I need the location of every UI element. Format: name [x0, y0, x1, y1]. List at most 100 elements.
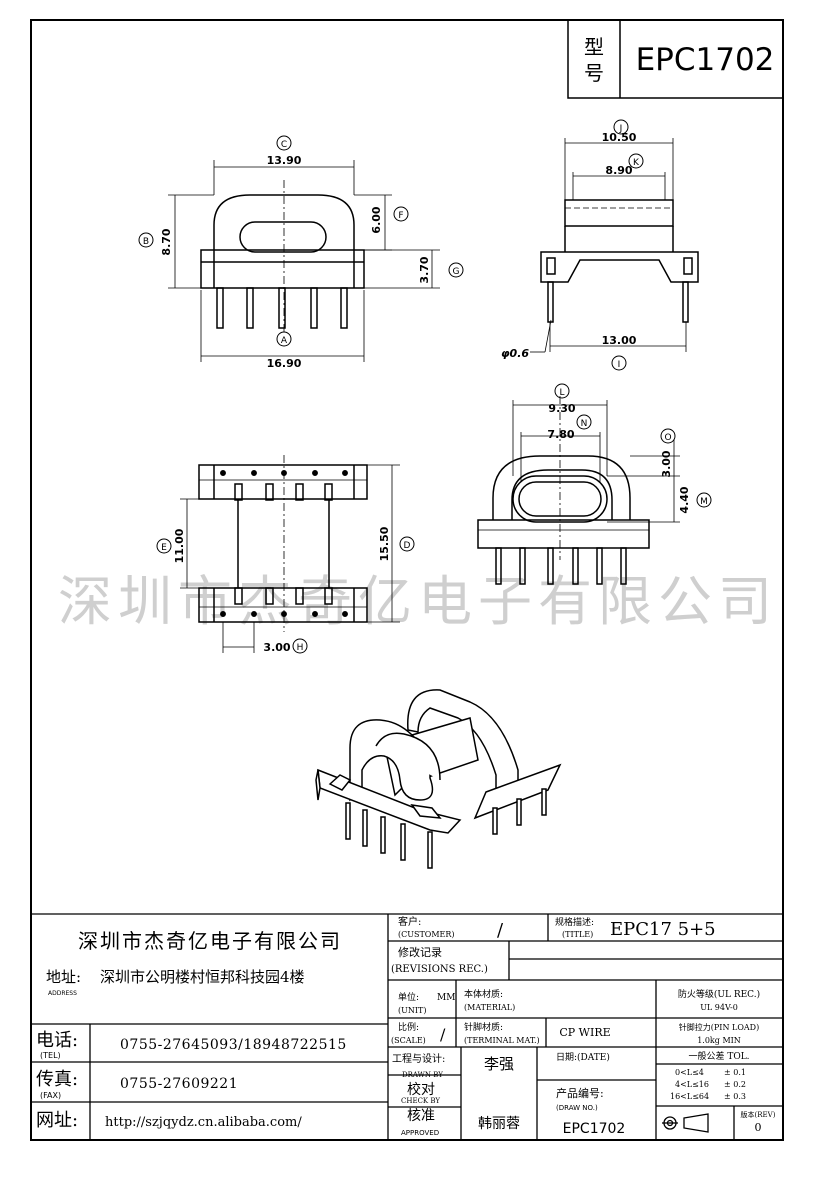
pinload-label: 针脚拉力(PIN LOAD) — [679, 1022, 759, 1032]
dim-f-value: 6.00 — [370, 206, 383, 233]
check-sub: CHECK BY — [401, 1097, 440, 1105]
scale-label: 比例: — [398, 1021, 419, 1033]
design-value: 李强 — [484, 1055, 514, 1073]
dim-g-tag: G — [453, 267, 460, 277]
section-view-labels: L 9.30 N 7.80 O 3.00 4.40 M — [547, 383, 712, 514]
tol-range-0: 0<L≤4 — [675, 1068, 704, 1077]
dim-l-value: 9.30 — [548, 402, 575, 415]
side-view — [530, 138, 699, 353]
terminal-value: CP WIRE — [559, 1026, 610, 1039]
approved-value: 韩丽蓉 — [478, 1116, 520, 1132]
title-block-lines — [31, 913, 783, 1140]
dim-j-value: 10.50 — [602, 131, 637, 144]
revisions-sub: (REVISIONS REC.) — [391, 964, 488, 975]
side-view-labels: J 10.50 K 8.90 φ0.6 13.00 I — [501, 119, 644, 371]
rev-value: 0 — [755, 1121, 762, 1134]
dim-a-tag: A — [281, 336, 288, 346]
address-label: 地址: — [46, 968, 81, 986]
unit-label: 单位: — [398, 991, 419, 1003]
check-label: 校对 — [407, 1081, 435, 1098]
tol-value-0: ± 0.1 — [724, 1068, 746, 1077]
model-number: EPC1702 — [636, 42, 775, 78]
pinload-value: 1.0kg MIN — [697, 1036, 741, 1045]
dim-c-value: 13.90 — [267, 154, 302, 167]
dim-n-value: 7.80 — [547, 428, 574, 441]
model-label-1: 型 — [584, 35, 604, 59]
isometric-view — [315, 689, 562, 869]
bottom-view-labels: E 11.00 15.50 D 3.00 H — [156, 526, 415, 654]
design-label: 工程与设计: — [392, 1052, 445, 1065]
projection-symbol-icon — [662, 1113, 709, 1133]
dim-j-tag: J — [619, 124, 623, 134]
fax-label: 传真: — [36, 1069, 78, 1090]
dim-a-value: 16.90 — [267, 357, 302, 370]
tolerance-table: 0<L≤4 ± 0.1 4<L≤16 ± 0.2 16<L≤64 ± 0.3 — [670, 1068, 746, 1101]
material-label: 本体材质: — [464, 988, 503, 1000]
address-value: 深圳市公明楼村恒邦科技园4楼 — [100, 968, 305, 986]
title-value: EPC17 5+5 — [610, 919, 716, 940]
front-view — [168, 160, 440, 362]
dim-h-value: 3.00 — [263, 641, 290, 654]
date-label: 日期:(DATE) — [556, 1052, 610, 1063]
fax-sub: (FAX) — [40, 1091, 61, 1100]
front-view-labels: C 13.90 A 16.90 B 8.70 F 6.00 G 3.70 — [138, 135, 464, 370]
model-box: 型 号 EPC1702 — [567, 19, 784, 99]
tol-range-1: 4<L≤16 — [675, 1080, 709, 1089]
sheet-border — [30, 19, 784, 1141]
drawno-label: 产品编号: — [556, 1086, 604, 1100]
dim-g-value: 3.70 — [418, 256, 431, 283]
unit-sub: (UNIT) — [398, 1006, 426, 1015]
drawno-sub: (DRAW NO.) — [556, 1104, 598, 1112]
revisions-label: 修改记录 — [398, 945, 442, 959]
web-label: 网址: — [36, 1110, 78, 1131]
dim-i-tag: I — [618, 360, 621, 370]
tel-value: 0755-27645093/18948722515 — [120, 1037, 347, 1053]
unit-value: MM — [437, 993, 455, 1003]
dim-m-value: 4.40 — [678, 486, 691, 513]
dim-o-tag: O — [664, 433, 671, 443]
title-block-left: 深圳市杰奇亿电子有限公司 地址: ADDRESS 深圳市公明楼村恒邦科技园4楼 … — [36, 929, 347, 1131]
dim-f-tag: F — [398, 211, 403, 221]
tol-value-1: ± 0.2 — [724, 1080, 746, 1089]
bottom-view — [180, 455, 400, 653]
rev-label: 版本(REV) — [741, 1110, 776, 1119]
customer-label: 客户: — [398, 915, 421, 928]
scale-sub: (SCALE) — [391, 1036, 426, 1045]
pin-diameter: φ0.6 — [501, 347, 529, 360]
model-label-2: 号 — [584, 61, 604, 85]
title-sub: (TITLE) — [562, 930, 593, 939]
ul-value: UL 94V-0 — [700, 1003, 738, 1012]
dim-b-tag: B — [143, 237, 149, 247]
drawno-value: EPC1702 — [563, 1121, 626, 1137]
dim-b-value: 8.70 — [160, 228, 173, 255]
approved-label: 核准 — [407, 1108, 435, 1124]
dim-l-tag: L — [559, 388, 564, 398]
dim-o-value: 3.00 — [660, 450, 673, 477]
material-sub: (MATERIAL) — [464, 1003, 515, 1012]
terminal-label: 针脚材质: — [464, 1021, 503, 1033]
dim-n-tag: N — [581, 419, 588, 429]
tol-label: 一般公差 TOL. — [688, 1050, 749, 1062]
company-name: 深圳市杰奇亿电子有限公司 — [78, 929, 342, 953]
address-sub: ADDRESS — [48, 990, 77, 997]
ul-label: 防火等级(UL REC.) — [678, 988, 760, 1000]
tol-value-2: ± 0.3 — [724, 1092, 746, 1101]
fax-value: 0755-27609221 — [120, 1076, 238, 1092]
scale-value: / — [440, 1025, 446, 1044]
dim-c-tag: C — [281, 140, 287, 150]
dim-k-tag: K — [633, 158, 640, 168]
dim-d-tag: D — [404, 541, 411, 551]
title-label: 规格描述: — [555, 916, 594, 928]
tol-range-2: 16<L≤64 — [670, 1092, 709, 1101]
watermark-text: 深圳市杰奇亿电子有限公司 — [58, 570, 778, 633]
terminal-sub: (TERMINAL MAT.) — [464, 1036, 540, 1045]
dim-i-value: 13.00 — [602, 334, 637, 347]
title-block-right: 客户: (CUSTOMER) / 规格描述: (TITLE) EPC17 5+5… — [391, 915, 776, 1137]
customer-value: / — [497, 920, 504, 941]
dim-e-value: 11.00 — [173, 528, 186, 563]
approved-sub: APPROVED — [401, 1129, 439, 1137]
dim-d-value: 15.50 — [378, 526, 391, 561]
dim-e-tag: E — [161, 543, 167, 553]
tel-sub: (TEL) — [40, 1051, 61, 1060]
